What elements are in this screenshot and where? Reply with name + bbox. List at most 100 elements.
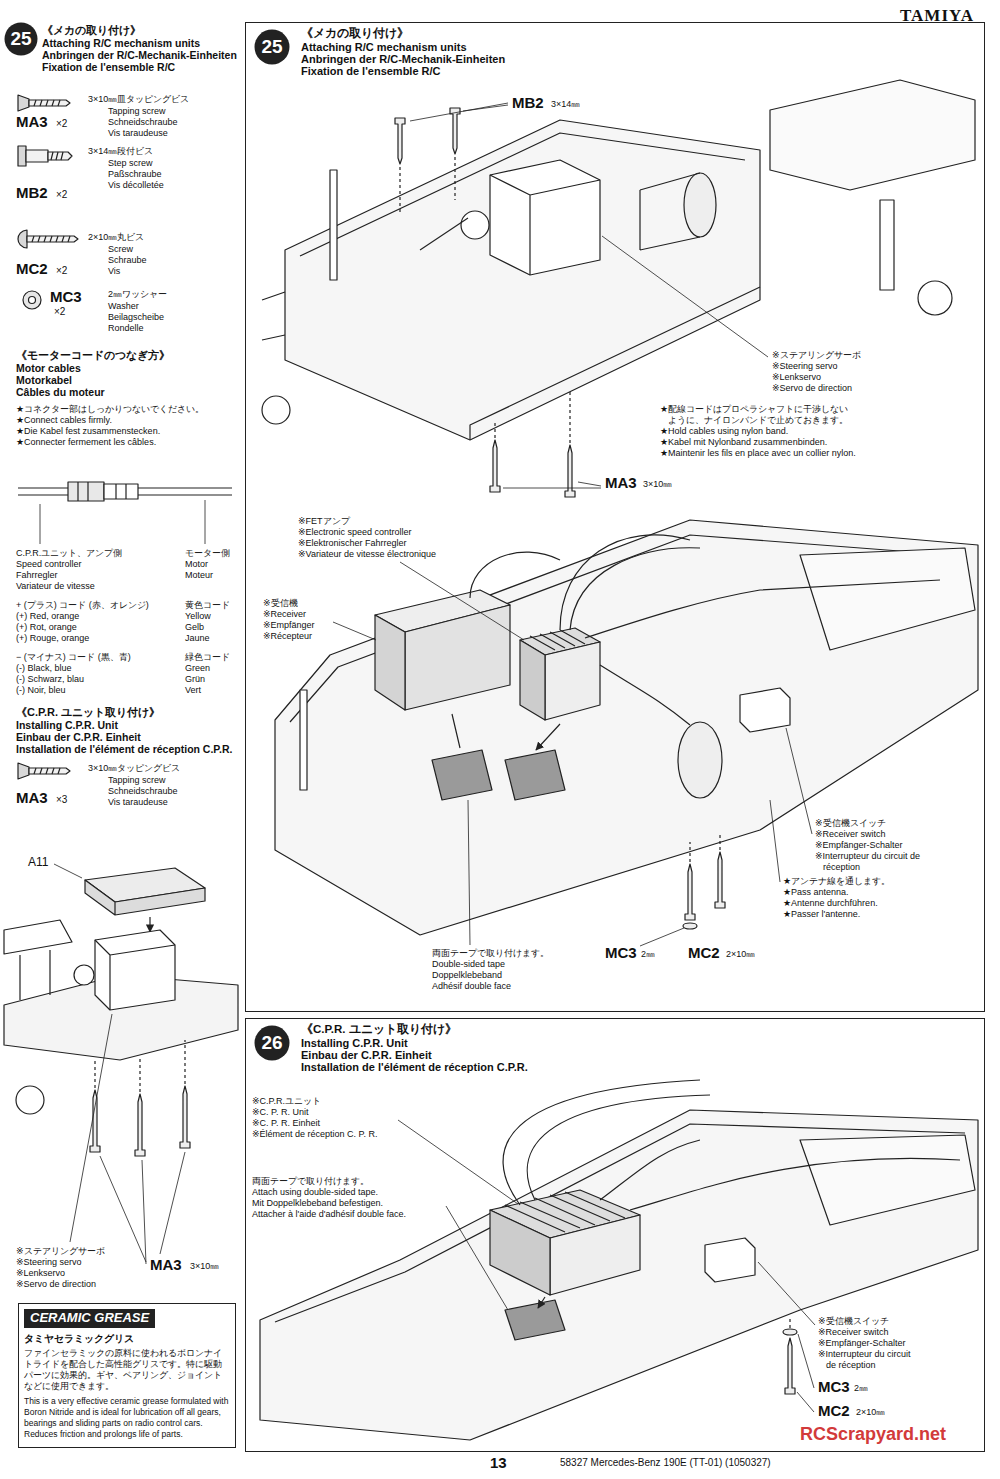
annotation: 2㎜ワッシャー [108,289,167,299]
annotation: Double-sided tape [432,959,505,969]
step-heading: Einbau der C.P.R. Einheit [301,1049,432,1062]
heatsink-fins [530,630,585,650]
annotation: (+) Rot, orange [16,622,77,632]
annotation: 3×10㎜ [190,1261,219,1271]
annotation: ★Hold cables using nylon band. [660,426,788,436]
annotation: ※C. P. R. Unit [252,1107,308,1117]
annotation: (-) Noir, bleu [16,685,66,695]
annotation: 3×10㎜タッピングビス [88,763,180,773]
step-heading: Anbringen der R/C-Mechanik-Einheiten [301,53,505,66]
annotation: de réception [826,1360,876,1370]
screw [490,440,575,497]
watermark: RCScrapyard.net [800,1424,946,1445]
annotation: Schneidschraube [108,786,178,796]
screw-guide [690,835,720,862]
placement-arrow [452,714,560,750]
step-heading: 《メカの取り付け》 [301,27,409,40]
annotation: (-) Black, blue [16,663,72,673]
line-art [4,80,978,1440]
annotation: ※Récepteur [263,631,312,641]
section-heading: Installation de l'élément de réception C… [16,743,232,755]
receiver-front [405,605,510,710]
step-screw-thread-lines [51,152,63,160]
annotation: Vis taraudeuse [108,797,168,807]
annotation: ★Connect cables firmly. [16,415,112,425]
badge-circle-shape [5,23,38,56]
part-code: 13 [490,1454,507,1471]
annotation: Adhésif double face [432,981,511,991]
annotation: ★Connecter fermement les câbles. [16,437,156,447]
annotation: Doppelklebeband [432,970,502,980]
part-code: MC3 [605,944,637,961]
annotation: Moteur [185,570,213,580]
annotation: Green [185,663,210,673]
step-screw-thread [48,152,72,160]
section-heading: A11 [28,856,48,870]
annotation: ※Empfänger-Schalter [818,1338,906,1348]
servo-edges [95,940,175,1010]
receiver-switch [705,1238,755,1282]
annotation: ※受信機 [263,598,298,608]
annotation: 2×10㎜ [856,1407,885,1417]
annotation: (+) Rouge, orange [16,633,89,643]
annotation: Vis taraudeuse [108,128,168,138]
section-heading: Câbles du moteur [16,386,105,398]
annotation: 3×14㎜段付ビス [88,146,153,156]
annotation: C.P.R.ユニット、アンプ側 [16,548,122,558]
part-code: MC2 [818,1402,850,1419]
chassis-tub [285,120,760,440]
screw [685,852,725,920]
section-heading: Einbau der C.P.R. Einheit [16,731,141,743]
suspension-arm [4,920,72,1000]
suspension-right [770,80,975,190]
screw-guide [400,157,455,215]
annotation: Schraube [108,255,147,265]
round-screw-thread [32,236,70,242]
annotation: モーター側 [185,548,230,558]
annotation: 2㎜ [641,949,655,959]
annotation: + (プラス) コード (赤、オレンジ) [16,600,149,610]
annotation: ※Receiver switch [818,1327,889,1337]
annotation: 2×10㎜ [726,949,755,959]
wheel-hub [16,1086,44,1114]
annotation: Tapping screw [108,106,166,116]
badge-circle-shape [255,1026,290,1061]
screw [785,1338,795,1394]
annotation: ※Electronic speed controller [298,527,412,537]
annotation: Step screw [108,158,153,168]
annotation: Mit Doppelklebeband befestigen. [252,1198,383,1208]
annotation: Screw [108,244,133,254]
screw [395,108,460,164]
annotation: ※FETアンプ [298,516,350,526]
step-screw-step [26,150,48,162]
wheel-hub [262,396,290,424]
esc-side [520,640,545,720]
connector-plug [104,484,138,499]
receiver-switch [740,688,790,732]
annotation: 黄色コード [185,600,230,610]
chassis-tub [275,520,978,935]
screw-guide [95,1040,185,1092]
annotation: Grün [185,674,205,684]
info-box: CERAMIC GREASEタミヤセラミックグリスファインセラミックの原料に使わ… [18,1303,236,1448]
annotation: Jaune [185,633,210,643]
antenna-post [300,690,307,790]
annotation: ★Antenne durchführen. [783,898,878,908]
section-heading: Fixation de l'ensemble R/C [42,61,175,73]
annotation: ※Steering servo [16,1257,82,1267]
step-heading: 《C.P.R. ユニット取り付け》 [301,1023,457,1036]
annotation: Variateur de vitesse [16,581,95,591]
tape-pad [432,750,565,800]
leader-line [54,864,185,1264]
annotation: Vis décolletée [108,180,164,190]
washer [783,1329,797,1335]
antenna-post [330,170,337,280]
annotation: ※受信機スイッチ [818,1316,889,1326]
step-panel: 《C.P.R. ユニット取り付け》Installing C.P.R. UnitE… [245,1018,985,1452]
wires [470,535,940,725]
steering-link [420,218,468,250]
step-heading: Fixation de l'ensemble R/C [301,65,441,78]
annotation: ★配線コードはプロペラシャフトに干渉しない [660,404,848,414]
annotation: ×2 [56,265,67,277]
washer [23,291,41,309]
